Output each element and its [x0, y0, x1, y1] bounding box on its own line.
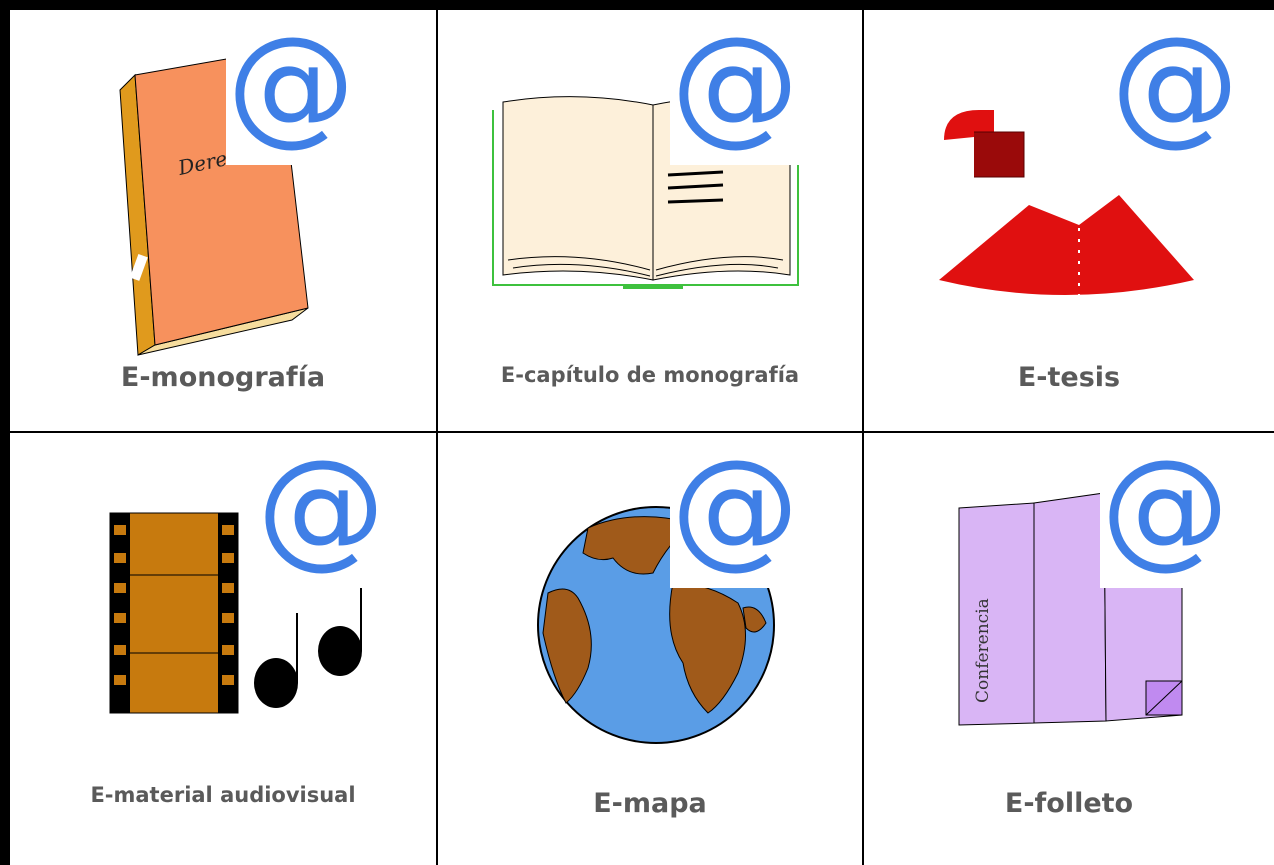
at-symbol-icon: @: [671, 433, 799, 582]
at-symbol-icon: @: [1111, 10, 1239, 159]
cell-label: E-mapa: [593, 788, 707, 819]
cell-e-tesis[interactable]: @ E-tesis: [864, 10, 1274, 430]
at-badge: @: [1100, 433, 1230, 588]
at-badge: @: [256, 433, 386, 588]
at-badge: @: [226, 10, 356, 165]
at-badge: @: [670, 433, 800, 588]
brochure-cover-text: Conferencia: [973, 598, 993, 703]
cell-label: E-folleto: [1004, 788, 1134, 819]
cell-e-material-audiovisual[interactable]: @ E-material audiovisual: [10, 433, 436, 865]
at-symbol-icon: @: [1101, 433, 1229, 582]
cell-label: E-tesis: [1017, 362, 1121, 393]
cell-label: E-material audiovisual: [90, 783, 356, 807]
cell-label: E-monografía: [120, 362, 326, 393]
film-music-icon: [109, 512, 362, 714]
grid-border-top: [0, 0, 1274, 10]
cell-e-capitulo-de-monografia[interactable]: @ E-capítulo de monografía: [438, 10, 862, 430]
graduate-gown-icon: [939, 110, 1194, 295]
cell-label: E-capítulo de monografía: [500, 363, 800, 387]
grid-divider-h: [0, 431, 1274, 433]
at-symbol-icon: @: [671, 10, 799, 159]
brochure-icon: Conferencia: [958, 487, 1183, 726]
at-symbol-icon: @: [257, 433, 385, 582]
at-symbol-icon: @: [227, 10, 355, 159]
cell-e-folleto[interactable]: Conferencia @ E-folleto: [864, 433, 1274, 865]
cell-e-monografia[interactable]: Derec @ E-monografía: [10, 10, 436, 430]
at-badge: @: [1110, 10, 1240, 165]
at-badge: @: [670, 10, 800, 165]
cell-e-mapa[interactable]: @ E-mapa: [438, 433, 862, 865]
